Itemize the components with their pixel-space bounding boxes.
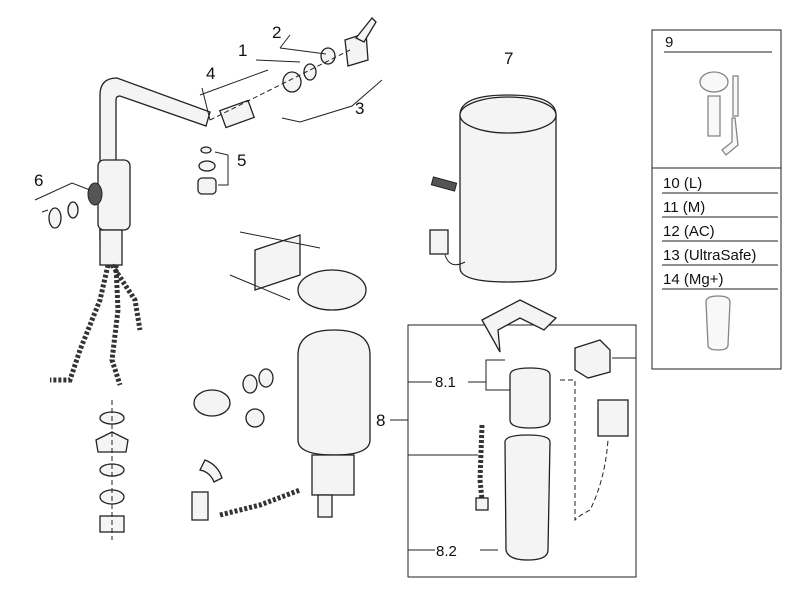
wall-bracket xyxy=(229,231,367,311)
panel-item: 14 (Mg+) xyxy=(663,271,724,288)
part-label-5: 5 xyxy=(237,151,247,170)
faucet-body xyxy=(50,77,211,386)
part-label-4: 4 xyxy=(206,64,216,83)
expansion-tank xyxy=(191,329,371,521)
panel-header: 9 xyxy=(665,34,674,51)
part-label-7: 7 xyxy=(504,49,514,68)
part-label-8-1: 8.1 xyxy=(435,374,456,391)
part-label-8: 8 xyxy=(376,411,386,430)
lever-cartridge xyxy=(199,17,383,129)
part-label-3: 3 xyxy=(355,99,365,118)
aerator-parts-6 xyxy=(34,182,91,229)
small-parts-5 xyxy=(197,146,229,195)
part-label-1: 1 xyxy=(238,41,248,60)
filter-cartridge-drawing xyxy=(705,295,731,351)
part-label-6: 6 xyxy=(34,171,44,190)
side-panel-frame xyxy=(651,29,782,370)
panel-item: 10 (L) xyxy=(663,175,703,192)
mounting-parts xyxy=(95,400,129,540)
panel-item: 13 (UltraSafe) xyxy=(663,247,757,264)
part-label-8-2: 8.2 xyxy=(436,543,457,560)
boiler xyxy=(429,94,557,283)
filter-system xyxy=(390,299,637,578)
panel-item: 12 (AC) xyxy=(663,223,715,240)
part-label-2: 2 xyxy=(272,23,282,42)
panel-item: 11 (M) xyxy=(663,199,706,216)
safety-group-drawing xyxy=(699,71,739,156)
